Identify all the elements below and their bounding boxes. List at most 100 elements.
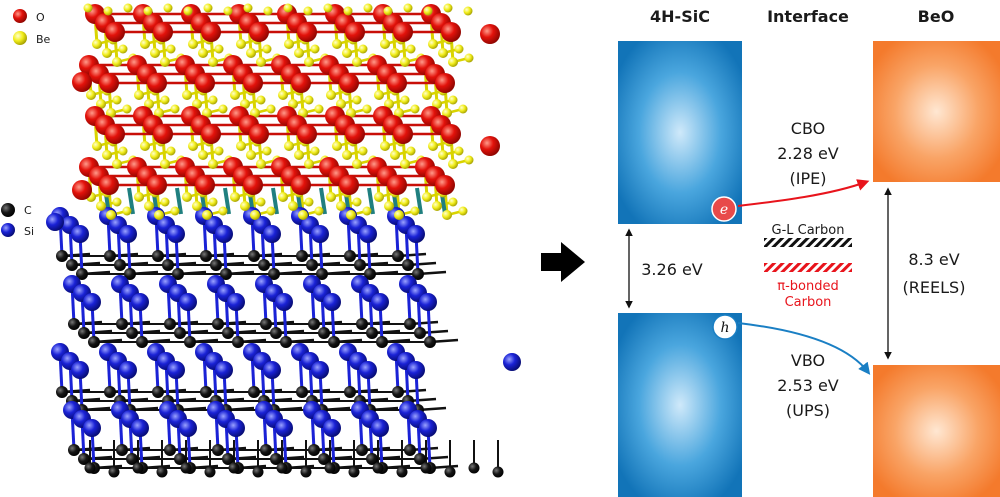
carbon-atom — [356, 318, 368, 330]
silicon-atom — [215, 361, 233, 379]
oxygen-atom — [297, 22, 317, 42]
beryllium-atom — [134, 90, 144, 100]
silicon-atom — [503, 353, 521, 371]
beryllium-atom — [352, 57, 362, 67]
carbon-atom — [76, 268, 88, 280]
legend-carbon-label: C — [24, 204, 32, 217]
beryllium-atom — [188, 141, 198, 151]
carbon-atom — [324, 462, 336, 474]
vbo-method: (UPS) — [786, 401, 830, 420]
carbon-atom — [212, 318, 224, 330]
carbon-atom — [204, 466, 216, 478]
oxygen-atom — [393, 22, 413, 42]
beryllium-atom — [154, 108, 164, 118]
carbon-atom — [222, 453, 234, 465]
beryllium-atom — [96, 201, 106, 211]
carbon-atom — [164, 318, 176, 330]
carbon-atom — [308, 444, 320, 456]
legend-silicon-label: Si — [24, 225, 34, 238]
beryllium-atom — [92, 39, 102, 49]
carbon-atom — [78, 327, 90, 339]
carbon-atom — [372, 462, 384, 474]
gl-carbon-label: G-L Carbon — [772, 223, 845, 238]
carbon-atom — [308, 318, 320, 330]
carbon-atom — [404, 444, 416, 456]
beryllium-atom — [410, 104, 420, 114]
beryllium-atom — [192, 201, 202, 211]
carbon-atom — [354, 259, 366, 271]
beryllium-atom — [102, 48, 112, 58]
carbon-atom — [248, 250, 260, 262]
oxygen-atom — [339, 73, 359, 93]
beryllium-atom — [304, 95, 314, 105]
header-4h-sic: 4H-SiC — [650, 7, 710, 26]
vbo-title: VBO — [791, 351, 825, 370]
beo-bandgap-value: 8.3 eV — [908, 250, 959, 269]
carbon-atom — [200, 250, 212, 262]
beryllium-atom — [432, 99, 442, 109]
oxygen-atom — [435, 73, 455, 93]
carbon-atom — [104, 250, 116, 262]
atom-legend: O Be C Si — [1, 9, 51, 238]
carbon-atom — [300, 466, 312, 478]
beryllium-atom — [198, 48, 208, 58]
beryllium-atom — [160, 57, 170, 67]
beryllium-atom — [400, 95, 410, 105]
header-beo: BeO — [918, 7, 955, 26]
oxygen-atom — [249, 124, 269, 144]
beryllium-atom — [352, 159, 362, 169]
beryllium-atom — [332, 39, 342, 49]
carbon-atom — [280, 336, 292, 348]
carbon-atom — [152, 250, 164, 262]
silicon-atom — [71, 361, 89, 379]
beryllium-atom — [256, 95, 266, 105]
beryllium-atom — [208, 57, 218, 67]
carbon-atom — [126, 453, 138, 465]
beryllium-atom — [394, 108, 404, 118]
carbon-atom — [392, 386, 404, 398]
carbon-atom — [68, 318, 80, 330]
beryllium-atom — [160, 95, 170, 105]
carbon-atom — [222, 327, 234, 339]
carbon-atom — [162, 259, 174, 271]
silicon-atom — [323, 293, 341, 311]
carbon-atom — [174, 327, 186, 339]
beryllium-atom — [160, 197, 170, 207]
beryllium-atom — [150, 48, 160, 58]
transition-arrow-icon — [541, 242, 585, 282]
beryllium-atom — [202, 108, 212, 118]
beryllium-atom — [112, 95, 122, 105]
beryllium-atom — [442, 210, 452, 220]
beryllium-atom — [310, 146, 320, 156]
interface-bond — [127, 187, 135, 215]
oxygen-atom — [147, 73, 167, 93]
vbo-arrow — [737, 322, 871, 375]
beryllium-atom — [346, 108, 356, 118]
beryllium-atom — [262, 146, 272, 156]
beryllium-atom — [362, 206, 372, 216]
legend-oxygen-label: O — [36, 11, 45, 24]
oxygen-atom — [195, 73, 215, 93]
beryllium-atom — [428, 39, 438, 49]
beryllium-atom — [304, 197, 314, 207]
beryllium-atom — [443, 3, 453, 13]
beryllium-atom — [140, 141, 150, 151]
beo-valence-band — [873, 365, 1000, 497]
beryllium-atom — [96, 99, 106, 109]
carbon-atom — [424, 336, 436, 348]
beryllium-atom — [314, 206, 324, 216]
beryllium-atom — [106, 108, 116, 118]
silicon-atom — [275, 419, 293, 437]
beryllium-atom — [122, 206, 132, 216]
silicon-atom — [371, 293, 389, 311]
beryllium-atom — [383, 6, 393, 16]
oxygen-atom — [345, 22, 365, 42]
hole-marker: h — [712, 314, 738, 340]
silicon-atom — [407, 361, 425, 379]
beryllium-atom — [432, 201, 442, 211]
beryllium-atom — [314, 104, 324, 114]
beryllium-atom — [102, 150, 112, 160]
beryllium-atom — [144, 99, 154, 109]
beryllium-atom — [112, 57, 122, 67]
